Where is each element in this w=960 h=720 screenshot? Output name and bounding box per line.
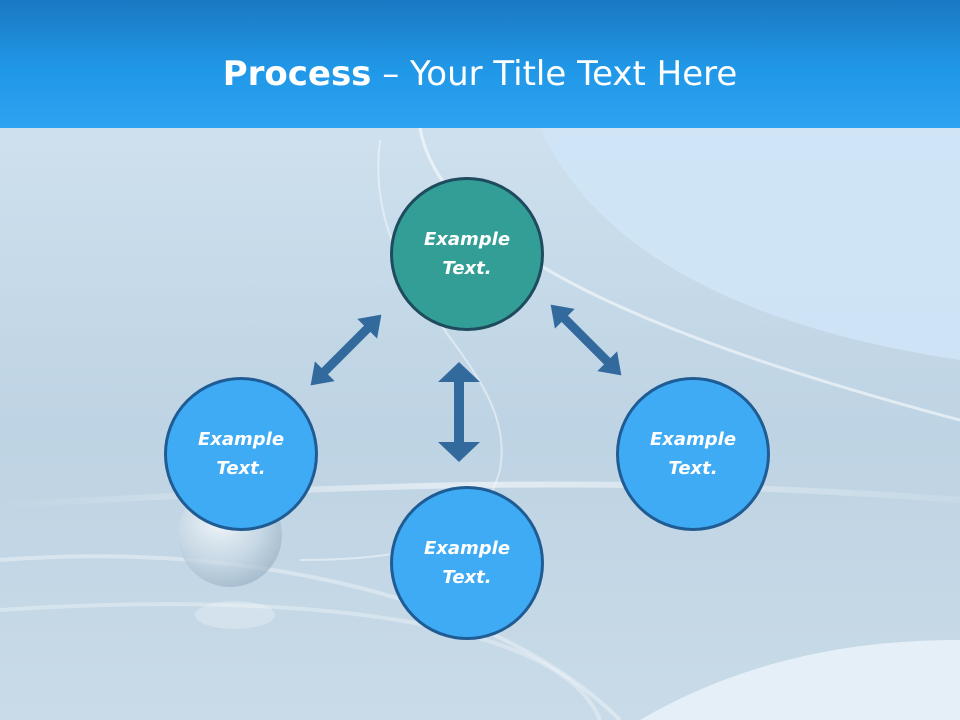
node-right: Example Text. [616,377,770,531]
node-center-label: Example Text. [423,229,511,279]
arrow-center-right [550,304,622,376]
slide-title: Process – Your Title Text Here [0,52,960,96]
node-center: Example Text. [390,177,544,331]
node-bottom: Example Text. [390,486,544,640]
arrow-center-left [310,314,382,386]
node-left: Example Text. [164,377,318,531]
title-rest: – Your Title Text Here [371,54,738,94]
node-bottom-label: Example Text. [423,538,511,588]
title-bar [0,0,960,128]
node-left-label: Example Text. [197,429,285,479]
node-right-label: Example Text. [649,429,737,479]
arrow-center-bottom [438,362,480,462]
title-bold: Process [222,54,372,94]
